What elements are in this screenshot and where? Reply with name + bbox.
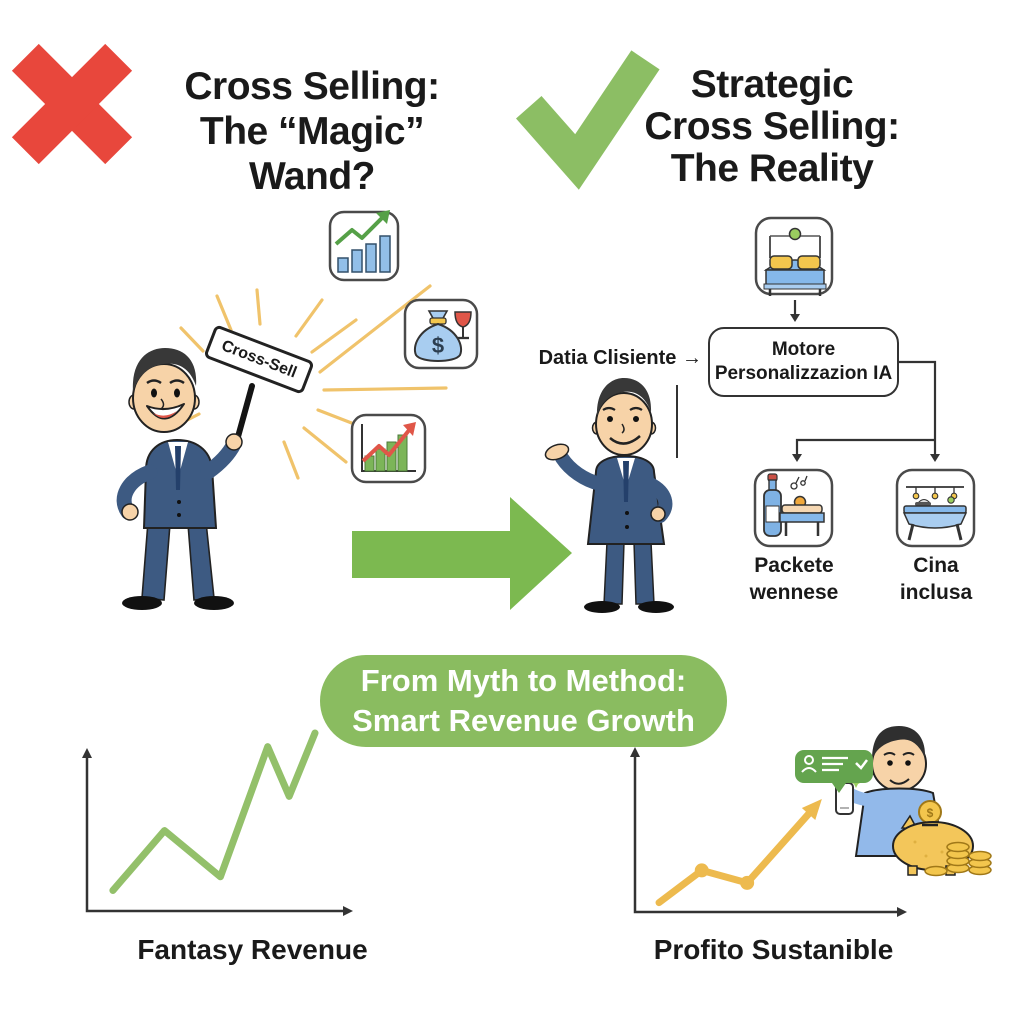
output1-label-line1: Packete: [754, 554, 834, 577]
title-reality-line2: Cross Selling:: [644, 105, 900, 148]
svg-text:$: $: [432, 333, 444, 358]
title-reality-line1: Strategic: [690, 63, 854, 106]
bar-chart-growth-icon: [328, 210, 400, 282]
flow-connectors: [793, 300, 937, 456]
output1-label-line2: wennese: [749, 581, 839, 604]
output2-label: Cina inclusa: [890, 552, 982, 606]
notification-bubble-icon: [795, 750, 873, 793]
title-reality-line3: The Reality: [670, 147, 874, 190]
coin-stacks-icon: [924, 841, 992, 877]
profit-y-arrowhead: [630, 747, 640, 757]
title-myth: Cross Selling: The “Magic” Wand?: [132, 64, 492, 199]
banner-line1: From Myth to Method:: [360, 663, 687, 698]
arrowhead-to-output2: [930, 454, 940, 462]
output2-label-line2: inclusa: [899, 581, 973, 604]
banner-line2: Smart Revenue Growth: [352, 703, 695, 738]
output1-label: Packete wennese: [748, 552, 840, 606]
engine-box-line2: Personalizzazion IA: [714, 363, 893, 384]
flow-input-label: Datia Clisiente →: [532, 347, 702, 370]
transition-arrow: [352, 497, 572, 610]
title-myth-line1: Cross Selling:: [184, 65, 440, 108]
personalization-engine-box: Motore Personalizzazion IA: [708, 327, 899, 397]
saver-person: $: [795, 726, 992, 877]
engine-box-line1: Motore: [771, 339, 836, 360]
hotel-bed-icon: [754, 216, 834, 296]
profit-x-arrowhead: [897, 907, 907, 917]
banner-pill: From Myth to Method: Smart Revenue Growt…: [320, 655, 727, 747]
flow-input-arrow-glyph: →: [682, 347, 702, 369]
wine-spa-package-icon: [753, 468, 834, 548]
money-bag-wine-icon: $: [403, 298, 479, 370]
magician-businessman: [116, 348, 255, 610]
fantasy-x-arrowhead: [343, 906, 353, 916]
fantasy-chart-axes: [85, 755, 346, 913]
arrowhead-to-output1: [792, 454, 802, 462]
green-check-icon: [516, 50, 660, 190]
area-chart-growth-icon: [350, 413, 427, 484]
profit-chart-axes: [633, 754, 900, 914]
title-myth-line2: The “Magic” Wand?: [199, 110, 425, 198]
profit-chart-label: Profito Sustanible: [653, 934, 894, 965]
profit-sustainable-line: [655, 799, 822, 907]
red-x-icon: [11, 43, 133, 165]
fantasy-revenue-line: [109, 729, 319, 894]
fantasy-chart-label: Fantasy Revenue: [137, 934, 368, 965]
dinner-table-icon: [895, 468, 976, 548]
presenter-businessman: [544, 378, 678, 613]
magic-wand: [233, 383, 255, 447]
flow-input-label-text: Datia Clisiente: [538, 347, 677, 369]
title-reality: Strategic Cross Selling: The Reality: [592, 64, 952, 190]
fantasy-y-arrowhead: [82, 748, 92, 758]
arrowhead-to-engine: [790, 314, 800, 322]
output2-label-line1: Cina: [913, 554, 959, 577]
svg-text:$: $: [927, 806, 934, 820]
